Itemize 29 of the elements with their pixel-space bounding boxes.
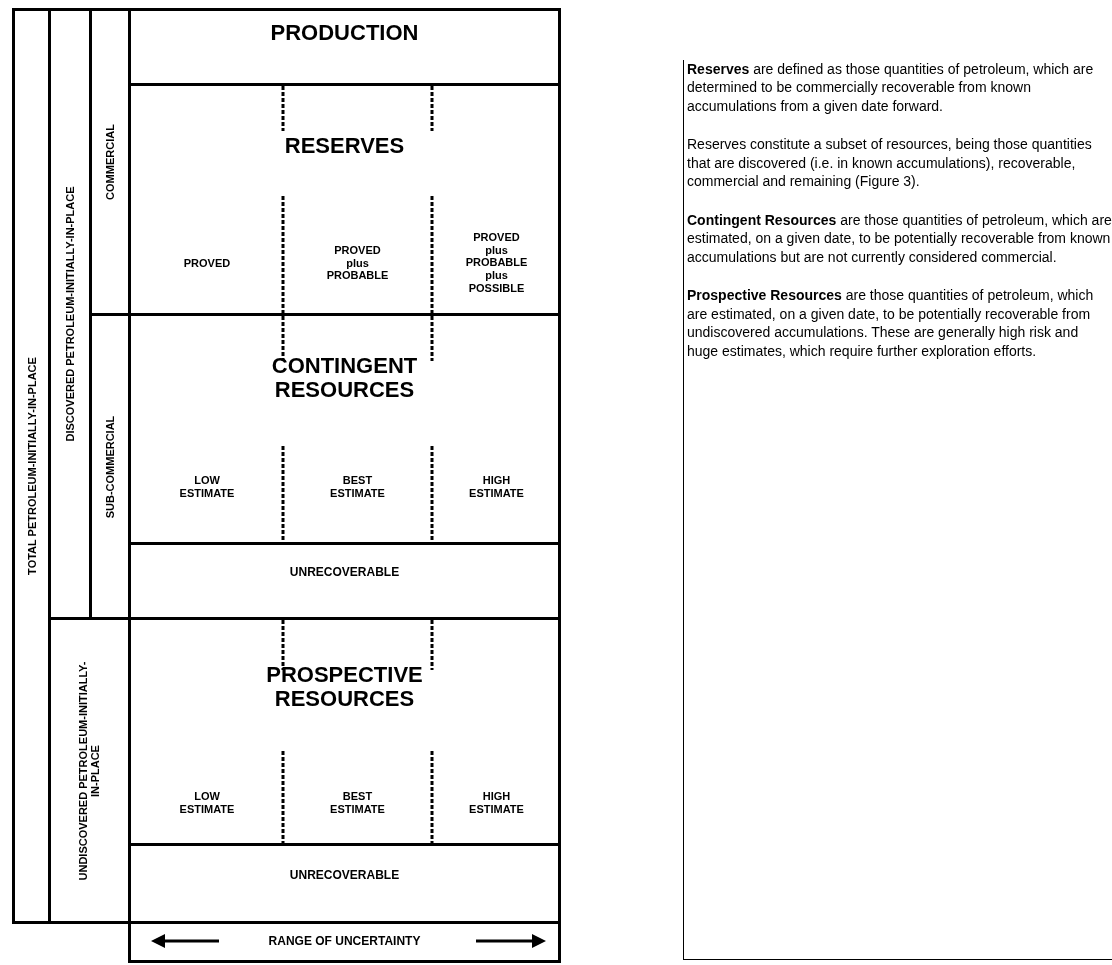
category-label: BEST ESTIMATE <box>330 790 385 816</box>
category-label: HIGH ESTIMATE <box>469 474 524 500</box>
band-heading: UNRECOVERABLE <box>289 869 400 883</box>
definitions-panel <box>683 60 1112 960</box>
band-heading: PRODUCTION <box>270 20 419 46</box>
range-box <box>128 921 561 963</box>
category-column <box>12 8 51 924</box>
vertical-label: SUB-COMMERCIAL <box>104 415 116 518</box>
vertical-label: COMMERCIAL <box>104 124 116 200</box>
definition-text: Reserves constitute a subset of resources, being those quantities that are discovered (i.e. in known accumulations), recoverable, commercial and remaining (Figure 3). <box>686 135 1093 191</box>
definition-text: Reserves are defined as those quantities of petroleum, which are determined to be commercially recoverable from known accumulations from a given date forward. <box>686 60 1095 116</box>
category-label: PROVED plus PROBABLE <box>326 244 389 282</box>
definition-text: Contingent Resources are those quantities of petroleum, which are estimated, on a given date, to be potentially recoverable from known accumulations but are not currently considered commercial. <box>686 210 1112 267</box>
category-label: PROVED plus PROBABLE plus POSSIBLE <box>465 231 528 295</box>
definition-text: Prospective Resources are those quantities of petroleum, which are estimated, on a given date, to be potentially recoverable from undiscovered accumulations. These are generally high risk and huge estimates, which require further exploration efforts. <box>686 286 1095 361</box>
production-band <box>128 8 561 86</box>
category-label: LOW ESTIMATE <box>179 474 235 500</box>
category-label: BEST ESTIMATE <box>330 474 385 500</box>
vertical-label: UNDISCOVERED PETROLEUM-INITIALLY-IN-PLACE <box>77 660 102 882</box>
vertical-label: TOTAL PETROLEUM-INITIALLY-IN-PLACE <box>25 357 38 575</box>
band-heading: CONTINGENT RESOURCES <box>271 353 418 403</box>
band-heading: RESERVES <box>284 133 405 159</box>
category-label: PROVED <box>183 256 231 270</box>
category-label: HIGH ESTIMATE <box>469 790 524 816</box>
vertical-label: DISCOVERED PETROLEUM-INITIALLY-IN-PLACE <box>64 186 76 442</box>
axis-label: RANGE OF UNCERTAINTY <box>268 934 421 948</box>
category-label: LOW ESTIMATE <box>179 790 235 816</box>
band-heading: UNRECOVERABLE <box>289 566 400 580</box>
band-heading: PROSPECTIVE RESOURCES <box>266 662 423 712</box>
